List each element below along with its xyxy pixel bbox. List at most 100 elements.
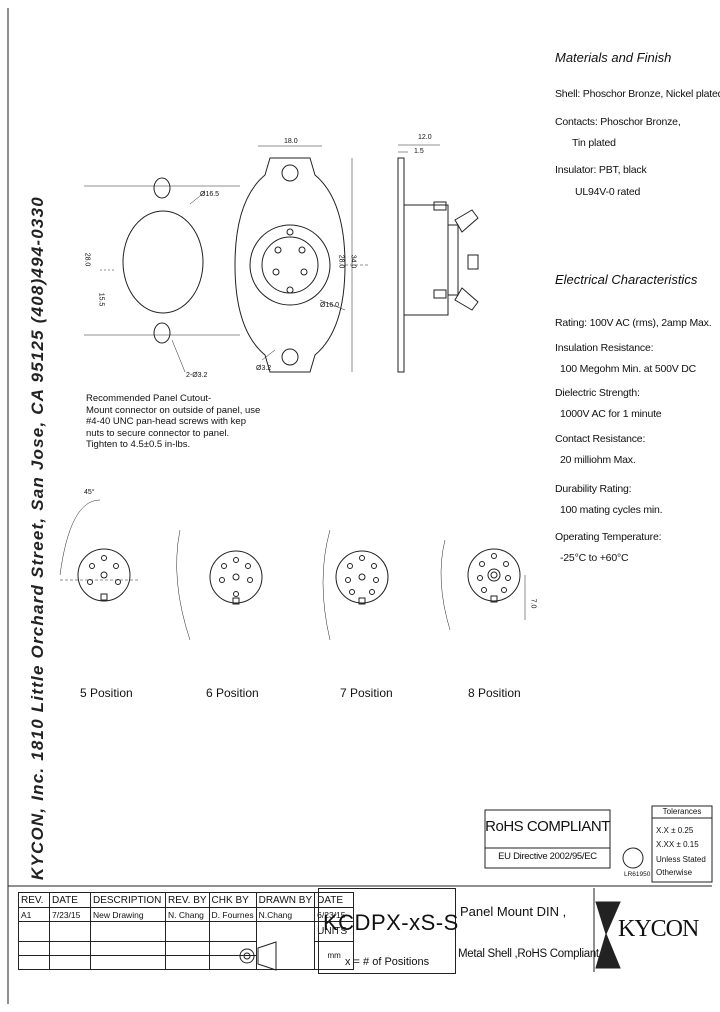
el-dur-wrap: Durability Rating:	[555, 483, 632, 495]
position-label-5: 5 Position	[80, 686, 133, 700]
materials-section: Materials and Finish	[555, 50, 671, 65]
note-line-1: Recommended Panel Cutout-	[86, 393, 212, 404]
note-line-4: nuts to secure connector to panel.	[86, 427, 230, 439]
el-ir2-wrap: 100 Megohm Min. at 500V DC	[560, 363, 696, 375]
dim-side1: 12.0	[418, 134, 432, 141]
tolerance-3: Unless Stated	[656, 855, 706, 864]
product-desc-2: Metal Shell ,RoHS Compliant	[458, 948, 599, 960]
dim-pos8: 7.0	[529, 598, 537, 609]
el-cr2-wrap: 20 milliohm Max.	[560, 454, 636, 466]
el-ds2-wrap: 1000V AC for 1 minute	[560, 408, 662, 420]
revby-header: REV. BY	[165, 892, 210, 908]
operating-temp-label: Operating Temperature:	[555, 531, 662, 543]
tolerances-title: Tolerances	[662, 807, 702, 816]
date2-header: DATE	[314, 892, 355, 908]
el-dur2-wrap: 100 mating cycles min.	[560, 504, 663, 516]
dim-angle: 45°	[84, 489, 95, 496]
dim-cutout: Ø16.5	[200, 191, 220, 198]
dim-top: 18.0	[284, 138, 298, 145]
electrical-heading: Electrical Characteristics	[555, 272, 698, 287]
front-body	[249, 224, 331, 306]
note-line-5: Tighten to 4.5±0.5 in-lbs.	[86, 439, 191, 450]
materials-heading: Materials and Finish	[555, 50, 672, 65]
chkby-value: D. Fournes	[208, 907, 257, 922]
materials-insulator2-wrap: UL94V-0 rated	[575, 186, 640, 198]
revision-table: REV. DATE DESCRIPTION REV. BY CHK BY DRA…	[18, 892, 355, 970]
materials-insulator: Insulator: PBT, black	[555, 164, 647, 176]
kycon-logo: KYCON	[618, 916, 699, 942]
dim-h1: 28.0	[83, 252, 91, 267]
product-desc-1: Panel Mount DIN ,	[460, 904, 567, 919]
part-number-box	[318, 888, 456, 974]
position-label-7: 7 Position	[340, 686, 393, 700]
units-value: mm	[314, 941, 355, 970]
el-ds-wrap: Dielectric Strength:	[555, 387, 640, 399]
position-label-8: 8 Position	[468, 686, 521, 700]
materials-contacts: Contacts: Phoschor Bronze,	[555, 116, 681, 128]
el-op2-wrap: -25°C to +60°C	[560, 552, 629, 564]
electrical-section: Electrical Characteristics	[555, 272, 697, 287]
cutout-hole-top	[153, 177, 171, 199]
dielectric-strength-value: 1000V AC for 1 minute	[560, 408, 662, 420]
kycon-logo-mark	[595, 901, 621, 969]
pos6-diagram	[176, 529, 263, 641]
durability-value: 100 mating cycles min.	[560, 504, 663, 516]
el-ir-wrap: Insulation Resistance:	[555, 342, 654, 354]
tolerance-4: Otherwise	[656, 868, 693, 877]
el-cr-wrap: Contact Resistance:	[555, 433, 645, 445]
dim-body: Ø16.0	[320, 302, 340, 309]
el-op-wrap: Operating Temperature:	[555, 531, 662, 543]
materials-shell-wrap: Shell: Phoschor Bronze, Nickel plated.	[555, 88, 720, 100]
operating-temp-value: -25°C to +60°C	[560, 552, 629, 564]
revby-value: N. Chang	[165, 907, 210, 922]
pos8-diagram	[440, 539, 526, 631]
dim-radius: Ø3.2	[256, 365, 272, 372]
tolerance-1: X.X ± 0.25	[656, 826, 694, 835]
pos5-diagram	[59, 499, 140, 602]
side-flange	[397, 157, 405, 373]
position-label-6: 6 Position	[206, 686, 259, 700]
drawnby-value: N.Chang	[255, 907, 316, 922]
rev-value: A1	[18, 907, 50, 922]
ul-cert: LR61950	[624, 871, 651, 878]
materials-contacts2-wrap: Tin plated	[572, 137, 616, 149]
materials-insulator-wrap: Insulator: PBT, black	[555, 164, 647, 176]
part-number: KCDPX-xS-S	[323, 910, 459, 935]
positions-note: x = # of Positions	[345, 956, 430, 968]
rohs-title: RoHS COMPLIANT	[485, 818, 610, 835]
desc-value: New Drawing	[90, 907, 166, 922]
electrical-rating: Rating: 100V AC (rms), 2amp Max.	[555, 317, 712, 329]
dim-width: 34.0	[349, 254, 357, 269]
panel-cutout-note: Recommended Panel Cutout- Mount connecto…	[86, 393, 260, 451]
note-line-3: #4-40 UNC pan-head screws with kep	[86, 416, 246, 427]
date-value: 7/23/15	[49, 907, 91, 922]
dim-side2: 1.5	[414, 148, 424, 155]
drawnby-header: DRAWN BY	[255, 892, 316, 908]
cutout-circle	[122, 210, 204, 314]
note-line-2: Mount connector on outside of panel, use	[86, 404, 261, 416]
insulation-resistance-value: 100 Megohm Min. at 500V DC	[560, 363, 697, 375]
el-rating-wrap: Rating: 100V AC (rms), 2amp Max.	[555, 317, 712, 329]
materials-insulator-rating: UL94V-0 rated	[575, 186, 641, 198]
tolerance-2: X.XX ± 0.15	[656, 840, 699, 849]
materials-contacts-wrap: Contacts: Phoschor Bronze,	[555, 116, 681, 128]
dim-pitch: 28.0	[337, 254, 345, 269]
dielectric-strength-label: Dielectric Strength:	[555, 387, 640, 399]
rohs-box	[484, 809, 611, 869]
flange-outline	[234, 157, 346, 373]
contact-resistance-label: Contact Resistance:	[555, 433, 646, 445]
materials-shell: Shell: Phoschor Bronze, Nickel plated.	[555, 88, 720, 100]
chkby-header: CHK BY	[208, 892, 257, 908]
date-header: DATE	[49, 892, 91, 908]
rev-header: REV.	[18, 892, 50, 908]
dim-hole: 2-Ø3.2	[186, 372, 208, 379]
units-label: UNITS	[314, 921, 355, 942]
dim-h2: 15.5	[97, 292, 105, 307]
rohs-directive: EU Directive 2002/95/EC	[498, 851, 597, 862]
contact-resistance-value: 20 milliohm Max.	[560, 454, 636, 466]
durability-label: Durability Rating:	[555, 483, 632, 495]
materials-contacts-finish: Tin plated	[572, 137, 616, 149]
cutout-hole-bottom	[153, 322, 171, 344]
desc-header: DESCRIPTION	[90, 892, 166, 908]
